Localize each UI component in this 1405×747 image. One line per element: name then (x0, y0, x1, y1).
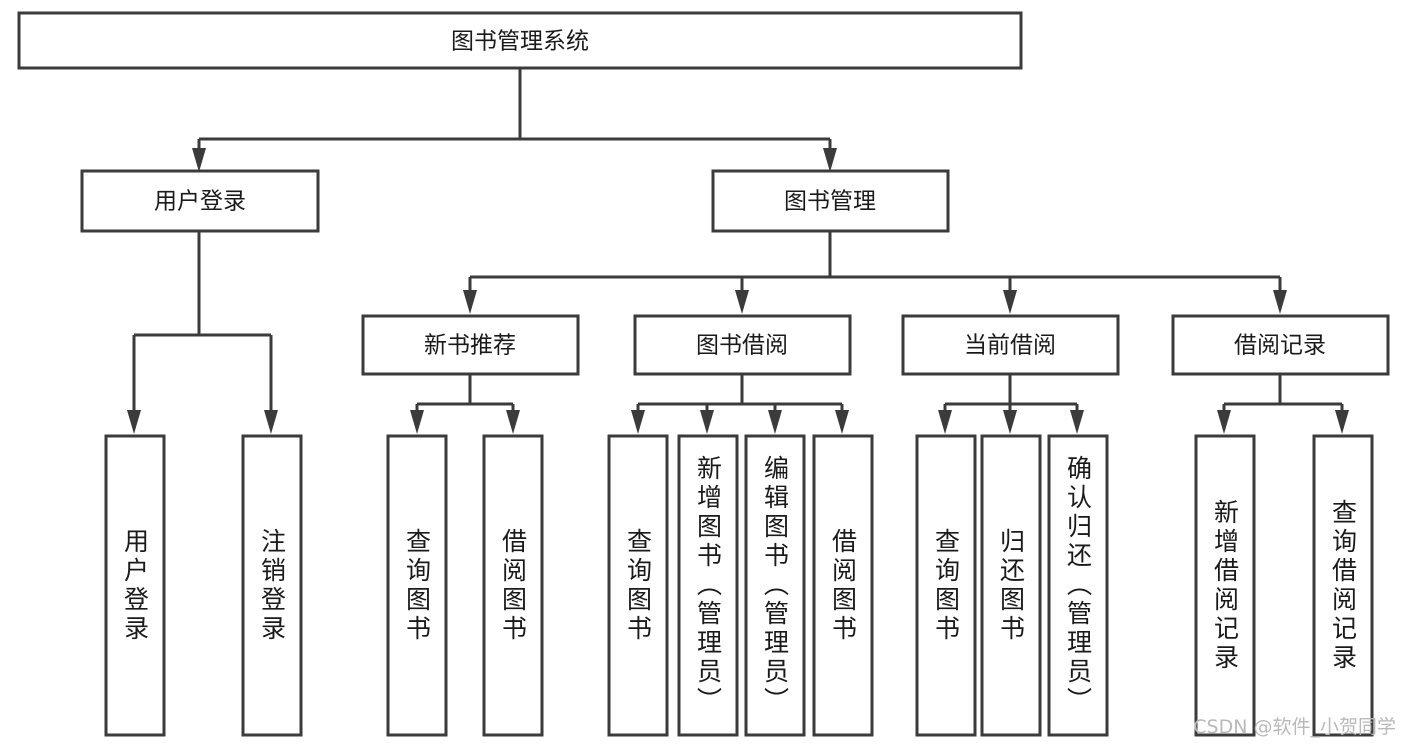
node-borrow-record-label: 借阅记录 (1234, 333, 1326, 359)
arrow-head-leaf-borrow-book-1 (506, 410, 520, 434)
node-user-login-label: 用户登录 (154, 189, 246, 215)
node-user-login[interactable]: 用户登录 (80, 169, 320, 233)
node-leaf-query-book-2[interactable] (607, 434, 669, 737)
node-book-management[interactable]: 图书管理 (711, 169, 950, 233)
arrow-head-leaf-logout-login (264, 410, 278, 434)
node-leaf-query-record[interactable] (1312, 434, 1374, 737)
node-leaf-add-book-label: 新增图书（管理员） (693, 455, 723, 716)
node-book-borrow[interactable]: 图书借阅 (633, 314, 852, 376)
node-leaf-user-login[interactable] (104, 434, 166, 737)
node-leaf-query-book-3[interactable] (915, 434, 977, 737)
arrow-head-leaf-user-login (127, 410, 141, 434)
arrow-head-leaf-edit-book (768, 410, 782, 434)
node-root-label: 图书管理系统 (451, 29, 589, 55)
node-leaf-borrow-book-2-label: 借阅图书 (828, 527, 858, 644)
node-root-box[interactable] (17, 11, 1023, 70)
arrow-head-user-login (192, 148, 206, 172)
node-new-book-recommend-label: 新书推荐 (424, 333, 516, 359)
node-leaf-logout-login-label: 注销登录 (257, 527, 287, 644)
connector-layer (127, 68, 1349, 434)
node-leaf-query-book-3-label: 查询图书 (931, 527, 961, 644)
node-new-book-recommend-box[interactable] (361, 314, 580, 376)
node-current-borrow-label: 当前借阅 (964, 333, 1056, 359)
node-borrow-record[interactable]: 借阅记录 (1171, 314, 1390, 376)
arrow-head-current-borrow (1003, 290, 1017, 314)
node-leaf-edit-book-box[interactable] (744, 434, 806, 737)
node-leaf-query-book-1-label: 查询图书 (402, 527, 432, 644)
node-borrow-record-box[interactable] (1171, 314, 1390, 376)
node-leaf-return-book-box[interactable] (980, 434, 1042, 737)
node-leaf-query-book-1[interactable] (386, 434, 448, 737)
arrow-head-leaf-query-book-2 (631, 410, 645, 434)
arrow-head-leaf-borrow-book-2 (835, 410, 849, 434)
node-leaf-query-record-label: 查询借阅记录 (1328, 498, 1358, 673)
arrow-head-leaf-confirm-return (1070, 410, 1084, 434)
node-leaf-query-book-2-box[interactable] (607, 434, 669, 737)
node-leaf-add-record[interactable] (1194, 434, 1256, 737)
node-leaf-add-record-box[interactable] (1194, 434, 1256, 737)
node-leaf-user-login-label: 用户登录 (120, 527, 150, 644)
node-leaf-borrow-book-1-box[interactable] (482, 434, 544, 737)
node-book-borrow-box[interactable] (633, 314, 852, 376)
node-leaf-add-book[interactable] (677, 434, 739, 737)
node-leaf-edit-book-label: 编辑图书（管理员） (760, 455, 790, 716)
node-new-book-recommend[interactable]: 新书推荐 (361, 314, 580, 376)
node-leaf-return-book[interactable] (980, 434, 1042, 737)
arrow-head-leaf-add-book (700, 410, 714, 434)
node-user-login-box[interactable] (80, 169, 320, 233)
node-leaf-borrow-book-2-box[interactable] (812, 434, 874, 737)
node-leaf-return-book-label: 归还图书 (996, 527, 1026, 644)
arrow-head-book-borrow (735, 290, 749, 314)
csdn-watermark: CSDN @软件_小贺同学 (1193, 716, 1396, 738)
arrow-head-leaf-add-record (1217, 410, 1231, 434)
node-leaf-borrow-book-1[interactable] (482, 434, 544, 737)
arrow-head-borrow-record (1273, 290, 1287, 314)
node-leaf-confirm-return-box[interactable] (1047, 434, 1109, 737)
node-leaf-add-book-box[interactable] (677, 434, 739, 737)
arrow-head-book-management (823, 148, 837, 172)
arrow-head-new-book-recommend (463, 290, 477, 314)
node-leaf-confirm-return-label: 确认归还（管理员） (1063, 455, 1093, 716)
node-leaf-query-book-2-label: 查询图书 (623, 527, 653, 644)
node-current-borrow-box[interactable] (901, 314, 1120, 376)
node-leaf-confirm-return[interactable] (1047, 434, 1109, 737)
arrow-head-leaf-return-book (1003, 410, 1017, 434)
arrow-head-leaf-query-book-3 (938, 410, 952, 434)
node-leaf-query-book-3-box[interactable] (915, 434, 977, 737)
arrow-head-leaf-query-record (1335, 410, 1349, 434)
node-current-borrow[interactable]: 当前借阅 (901, 314, 1120, 376)
node-book-management-label: 图书管理 (784, 189, 876, 215)
arrow-head-leaf-query-book-1 (410, 410, 424, 434)
node-book-management-box[interactable] (711, 169, 950, 233)
node-leaf-logout-login-box[interactable] (241, 434, 303, 737)
node-leaf-edit-book[interactable] (744, 434, 806, 737)
node-leaf-add-record-label: 新增借阅记录 (1210, 498, 1240, 673)
node-leaf-query-record-box[interactable] (1312, 434, 1374, 737)
node-leaf-logout-login[interactable] (241, 434, 303, 737)
node-leaf-borrow-book-1-label: 借阅图书 (498, 527, 528, 644)
node-book-borrow-label: 图书借阅 (696, 333, 788, 359)
node-leaf-user-login-box[interactable] (104, 434, 166, 737)
node-leaf-query-book-1-box[interactable] (386, 434, 448, 737)
node-leaf-borrow-book-2[interactable] (812, 434, 874, 737)
node-root[interactable]: 图书管理系统 (17, 11, 1023, 70)
